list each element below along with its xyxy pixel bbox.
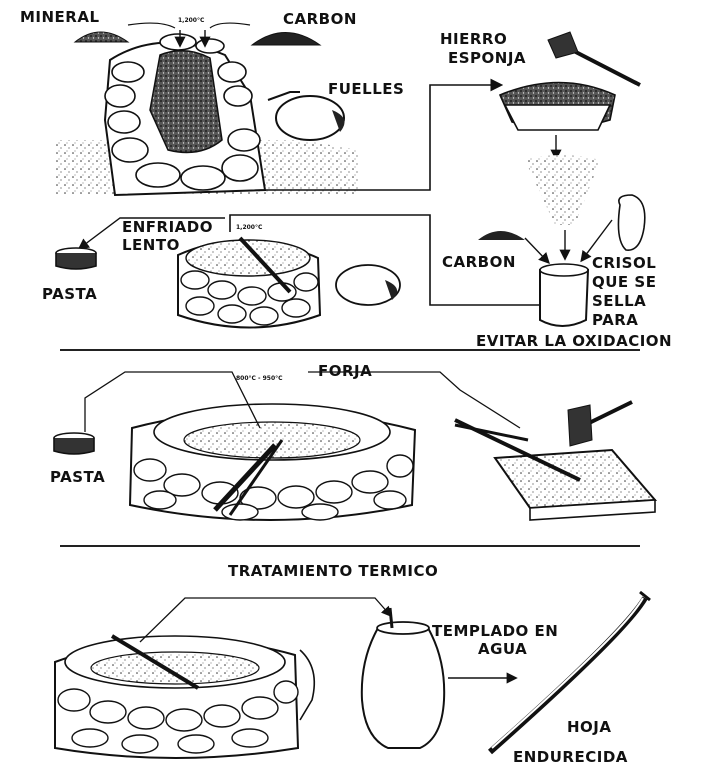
crisol-line4: PARA bbox=[592, 311, 638, 329]
carbon-crucible-label: CARBON bbox=[442, 253, 516, 271]
forja-title: FORJA bbox=[318, 362, 372, 380]
pasta-label-1: PASTA bbox=[42, 285, 97, 303]
crisol-line1: CRISOL bbox=[592, 254, 656, 272]
templado-line1: TEMPLADO EN bbox=[432, 622, 558, 640]
enfriado-lento-line1: ENFRIADO bbox=[122, 218, 213, 236]
templado-line2: AGUA bbox=[478, 640, 527, 658]
carbon-top-label: CARBON bbox=[283, 10, 357, 28]
pasta-label-2: PASTA bbox=[50, 468, 105, 486]
crisol-line2: QUE SE bbox=[592, 273, 656, 291]
smelt-temperature-label: 1,200°C bbox=[178, 17, 204, 24]
heat-treat-furnace-drawing bbox=[55, 598, 390, 758]
hierro-esponja-line1: HIERRO bbox=[440, 30, 507, 48]
paste-block-1 bbox=[56, 248, 96, 269]
fuelles-label: FUELLES bbox=[328, 80, 404, 98]
hierro-esponja-line2: ESPONJA bbox=[448, 49, 526, 67]
paste-block-2 bbox=[54, 433, 94, 454]
section-divider-2 bbox=[60, 545, 640, 547]
smelting-furnace-drawing bbox=[55, 23, 360, 195]
cool-temperature-label: 1,200°C bbox=[236, 224, 262, 231]
evitar-oxidacion-label: EVITAR LA OXIDACION bbox=[476, 332, 672, 350]
mineral-label: MINERAL bbox=[20, 8, 100, 26]
anvil-drawing bbox=[455, 402, 655, 520]
endurecida-label: ENDURECIDA bbox=[513, 748, 628, 766]
crisol-line3: SELLA bbox=[592, 292, 646, 310]
enfriado-lento-line2: LENTO bbox=[122, 236, 180, 254]
forge-drawing bbox=[85, 372, 520, 520]
tratamiento-termico-title: TRATAMIENTO TERMICO bbox=[228, 562, 438, 580]
hoja-label: HOJA bbox=[567, 718, 612, 736]
forge-temperature-label: 800°C - 950°C bbox=[236, 375, 283, 382]
